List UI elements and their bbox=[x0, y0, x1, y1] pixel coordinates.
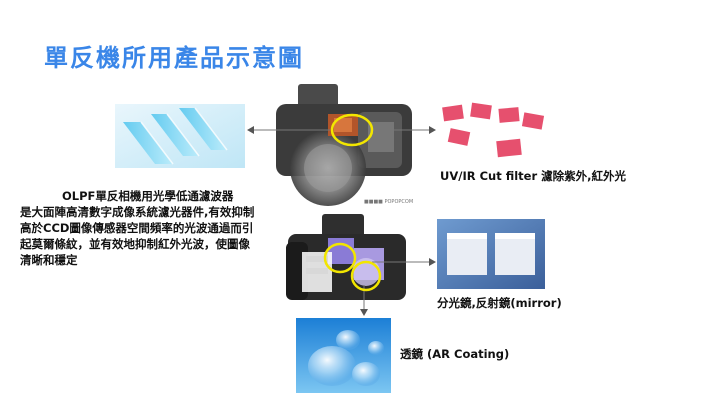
camera-cutaway-top: ■■■■ POPOPCOM bbox=[268, 82, 418, 207]
olpf-line: 高於CCD圖像傳感器空間頻率的光波通過而引 bbox=[20, 221, 254, 235]
uvir-label: UV/IR Cut filter 濾除紫外,紅外光 bbox=[440, 169, 627, 183]
lens-label: 透鏡 (AR Coating) bbox=[400, 347, 510, 361]
highlight-circle bbox=[323, 242, 357, 274]
mirror-label: 分光鏡,反射鏡(mirror) bbox=[437, 296, 562, 310]
page-title: 單反機所用產品示意圖 bbox=[44, 44, 304, 72]
svg-text:■■■■ POPOPCOM: ■■■■ POPOPCOM bbox=[364, 199, 413, 205]
olpf-line: 起莫爾條紋，並有效地抑制紅外光波，使圖像 bbox=[20, 237, 250, 251]
mirror-image bbox=[437, 219, 545, 289]
highlight-circle bbox=[330, 113, 374, 147]
highlight-circle bbox=[350, 260, 382, 292]
camera-cutaway-bottom bbox=[282, 212, 412, 312]
olpf-heading: OLPF單反相機用光學低通濾波器 bbox=[62, 189, 234, 203]
olpf-description: OLPF單反相機用光學低通濾波器 是大面陣高清數字成像系統濾光器件,有效抑制 高… bbox=[20, 188, 270, 268]
olpf-line: 是大面陣高清數字成像系統濾光器件,有效抑制 bbox=[20, 205, 255, 219]
olpf-glass-image bbox=[115, 104, 245, 168]
lens-image bbox=[296, 318, 391, 393]
uvir-filter-image bbox=[437, 100, 549, 164]
olpf-line: 清晰和穩定 bbox=[20, 253, 78, 267]
